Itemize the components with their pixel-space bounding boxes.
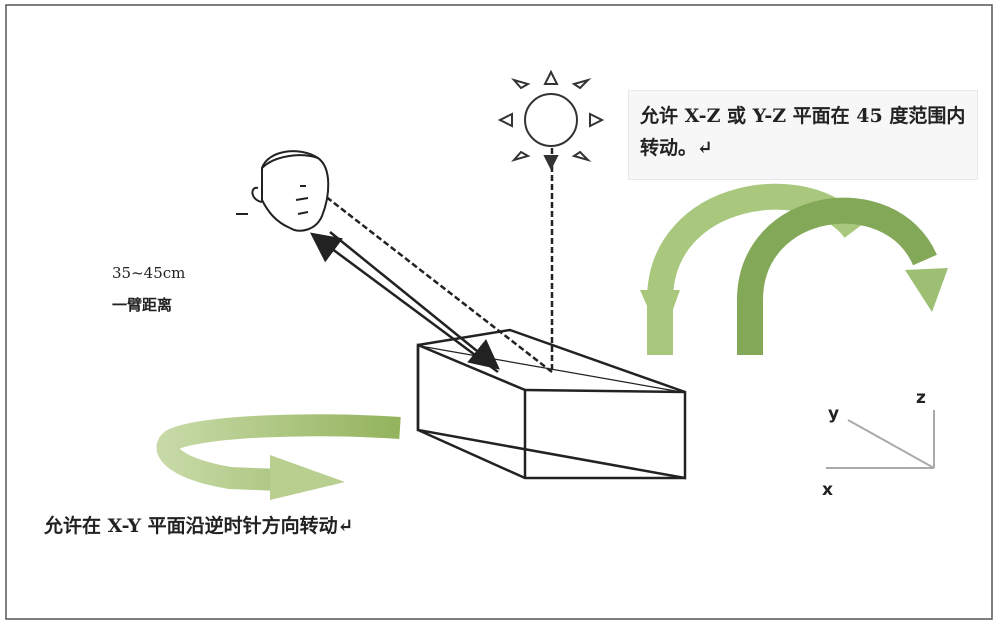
arc-arrows (640, 183, 948, 355)
view-arrow-to-box (329, 231, 500, 370)
rotation-note-box (628, 90, 978, 180)
outer-border (5, 4, 993, 620)
view-arrow-to-head (309, 232, 499, 374)
head-icon (236, 150, 330, 232)
reflection-line (324, 195, 553, 373)
axis-label-z: z (916, 388, 926, 408)
rotation-note-text: 允许 X-Z 或 Y-Z 平面在 45 度范围内转动。↵ (640, 105, 966, 159)
xy-rotation-caption: 允许在 X-Y 平面沿逆时针方向转动↵ (44, 515, 354, 537)
axis-label-y: y (828, 404, 840, 424)
axes (826, 410, 935, 469)
xy-rotation-arrow (156, 414, 401, 500)
sun-icon (497, 69, 605, 171)
axis-label-x: x (822, 480, 833, 500)
distance-value: 35~45cm (112, 264, 186, 282)
box (416, 328, 687, 480)
distance-label: 一臂距离 (112, 296, 173, 314)
